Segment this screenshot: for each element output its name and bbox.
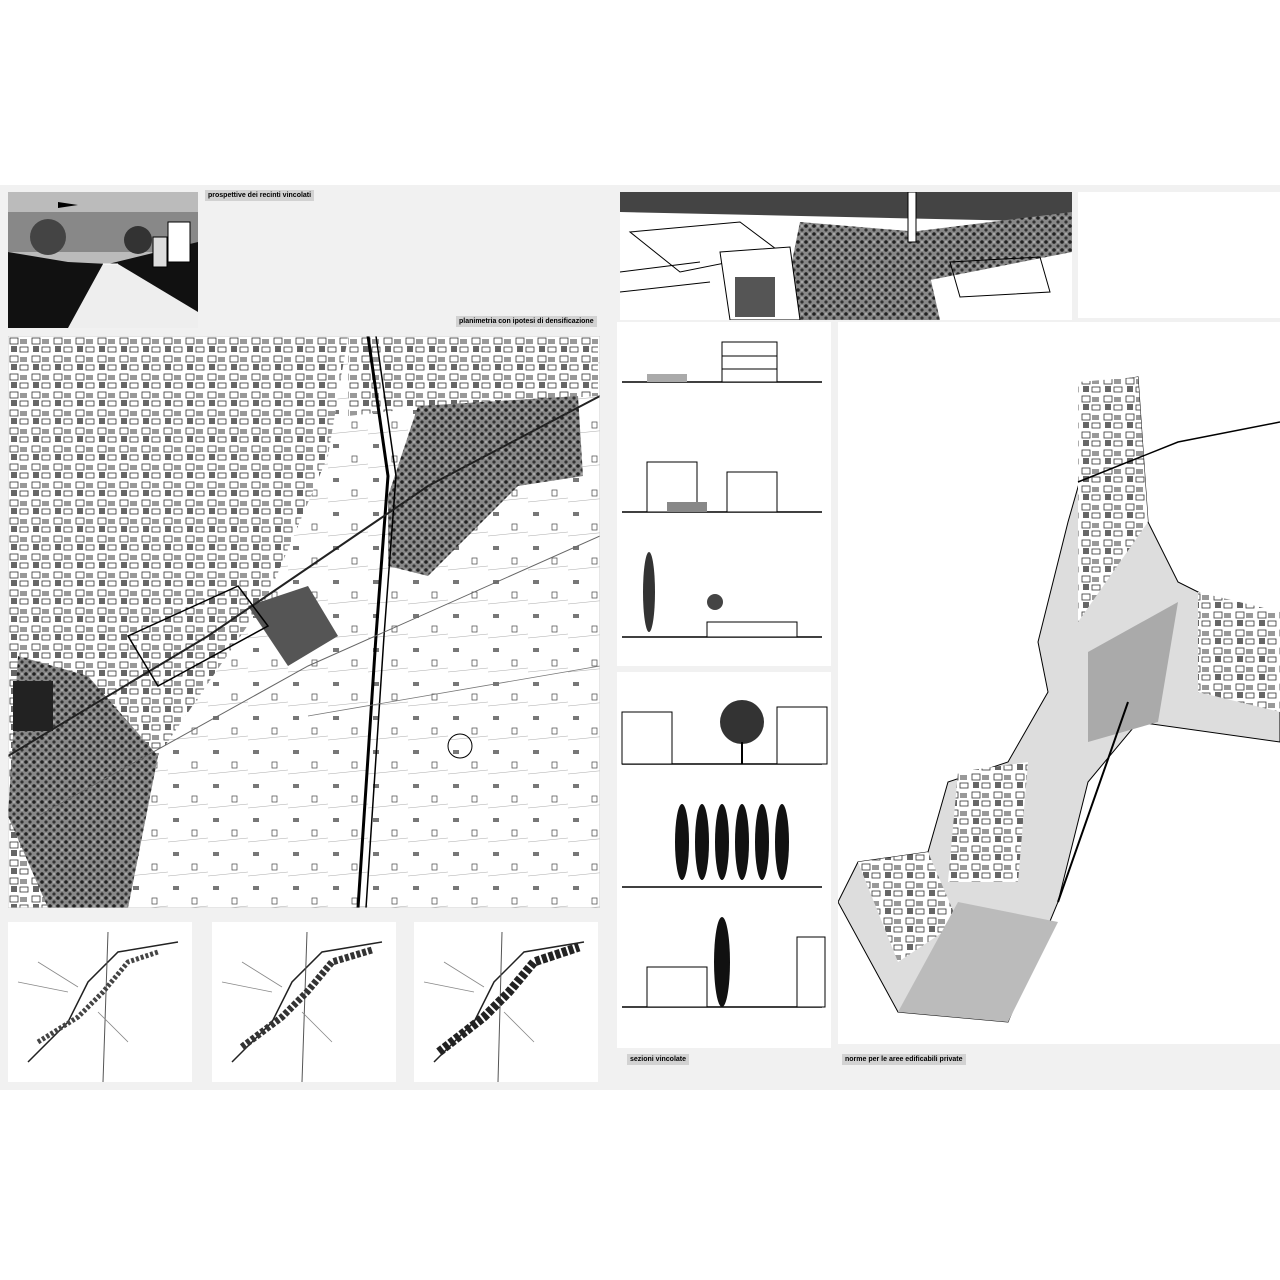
plan-label: planimetria con ipotesi di densificazion…: [456, 316, 597, 327]
private-areas-norms-plan: [838, 322, 1280, 1044]
section-sheet-upper: [617, 322, 831, 666]
perspective-label: prospettive dei recinti vincolati: [205, 190, 315, 201]
phase-map-2: [212, 922, 396, 1082]
phase-map-1: [8, 922, 192, 1082]
section-sheet-lower: [617, 672, 831, 1048]
norms-label: norme per le aree edificabili private: [842, 1054, 966, 1065]
densification-plan-map: [8, 336, 600, 908]
aerial-perspective: [620, 192, 1072, 320]
phase-map-3: [414, 922, 598, 1082]
perspective-photo: [8, 192, 198, 328]
blank-panel: [1078, 192, 1280, 318]
sections-label: sezioni vincolate: [627, 1054, 690, 1065]
